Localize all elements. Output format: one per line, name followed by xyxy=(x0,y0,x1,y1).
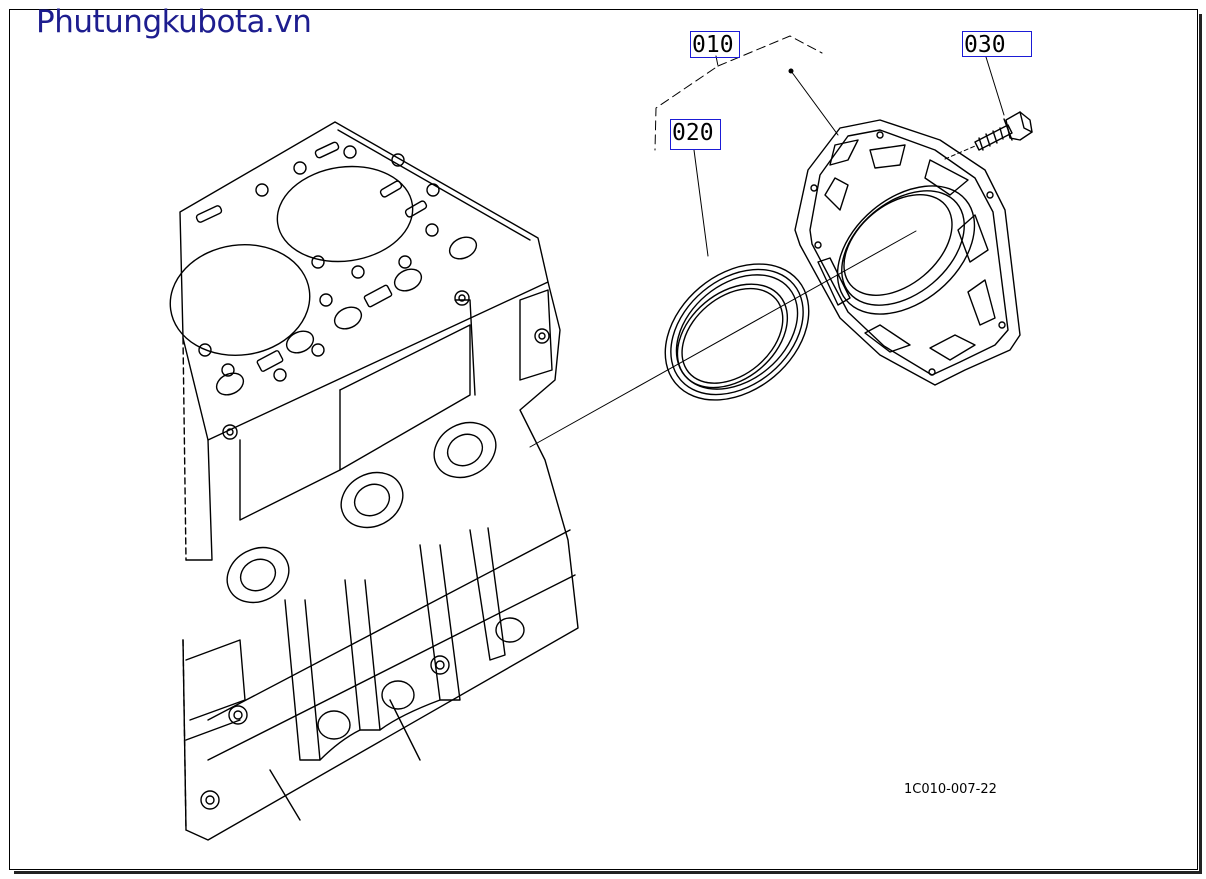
frame-shadow-right xyxy=(1199,14,1202,874)
bolt-030 xyxy=(974,111,1033,151)
drawing-code: 1C010-007-22 xyxy=(904,782,997,797)
assembly-axis xyxy=(529,230,917,448)
callout-010[interactable]: 010 xyxy=(690,31,740,58)
frame-shadow-bottom xyxy=(14,871,1202,874)
seal-case-010 xyxy=(794,119,1021,386)
callout-030[interactable]: 030 xyxy=(962,31,1032,58)
callout-020[interactable]: 020 xyxy=(670,119,721,150)
site-watermark: Phutungkubota.vn xyxy=(36,4,312,40)
oil-seal-020 xyxy=(664,263,810,401)
engine-block xyxy=(169,121,579,841)
diagram-frame xyxy=(9,9,1198,870)
